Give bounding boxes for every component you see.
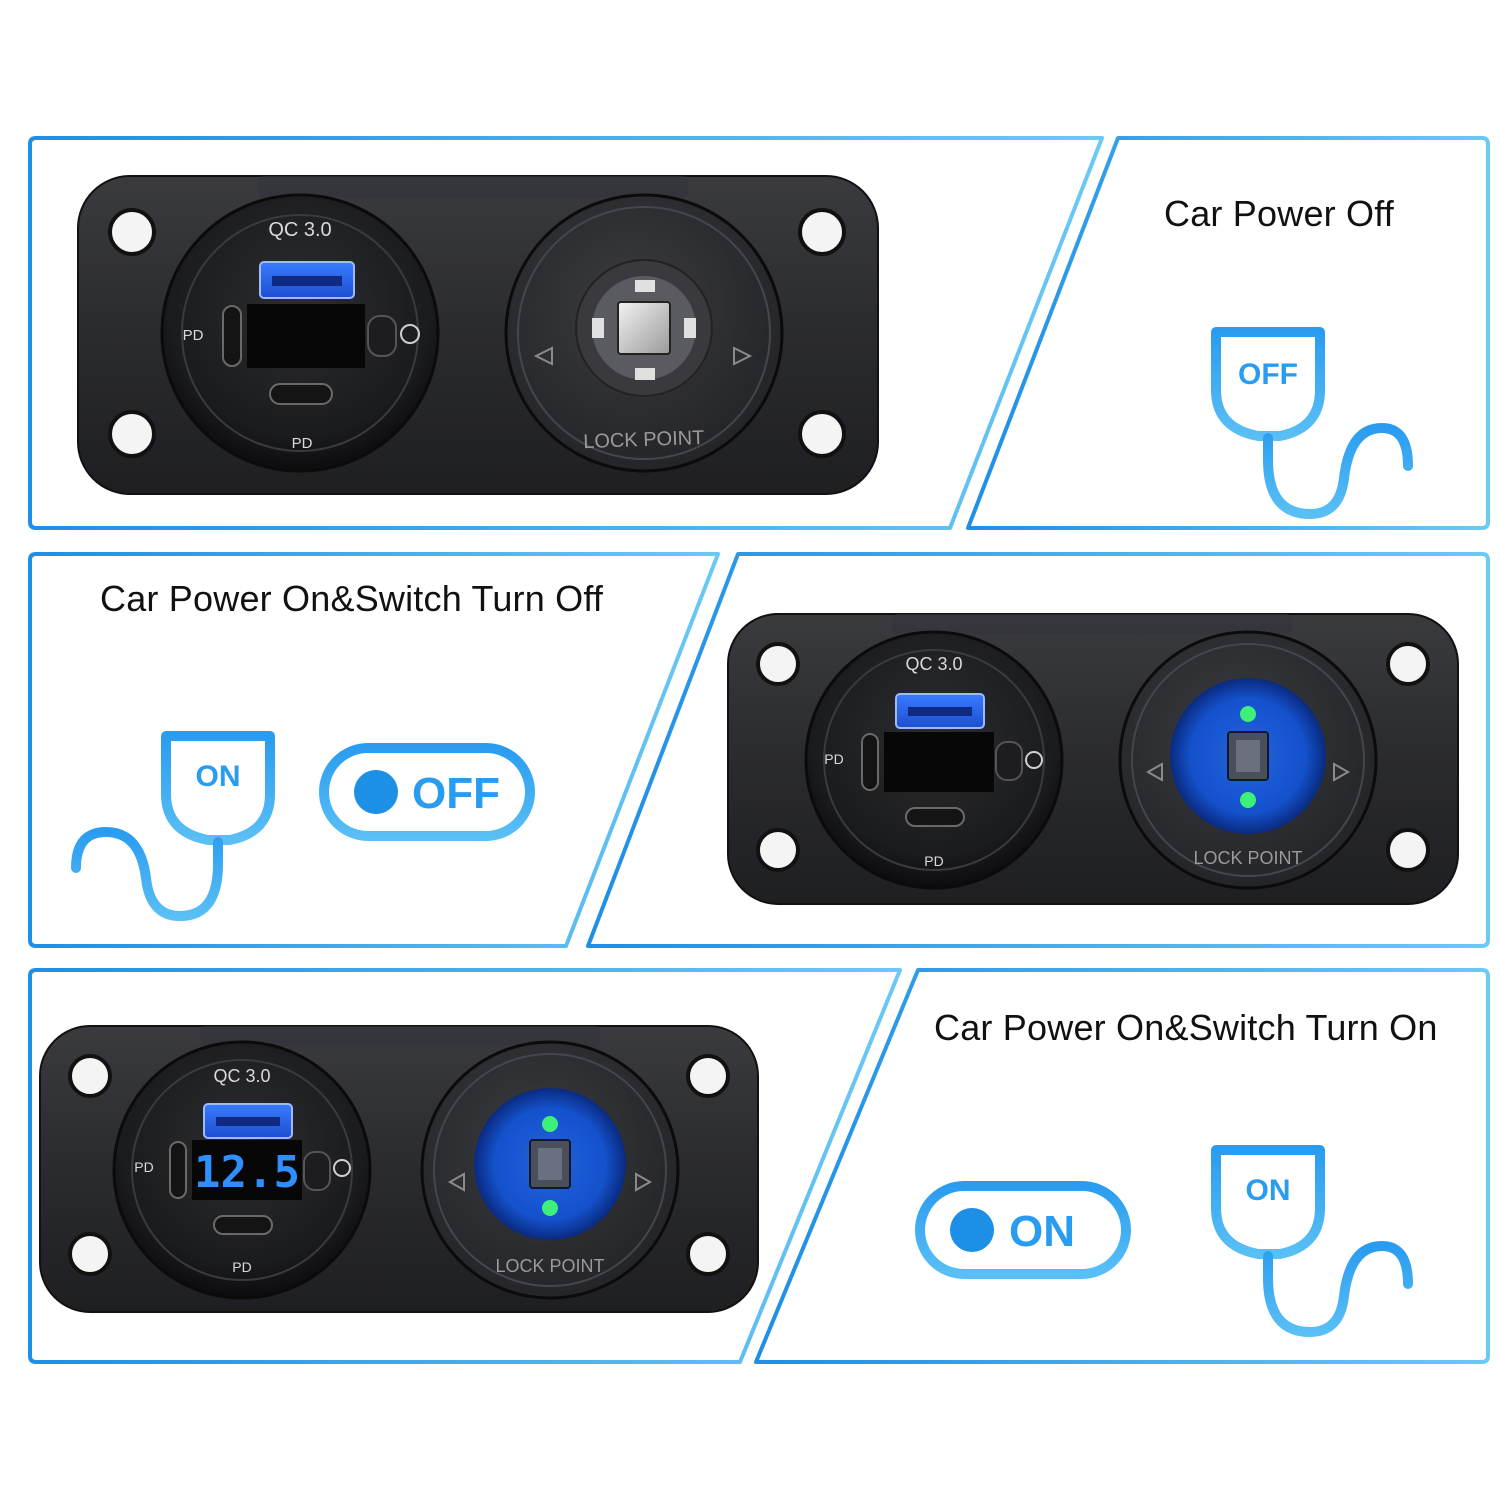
toggle-label: OFF [412,769,500,818]
mount-hole [68,1054,112,1098]
led-dot [542,1116,558,1132]
pd-left-label: PD [134,1159,153,1175]
frame-row3-left [28,968,902,1364]
mount-hole [1386,828,1430,872]
pd-bottom-label: PD [232,1259,251,1275]
qc-label: QC 3.0 [213,1066,270,1086]
mount-hole [1386,642,1430,686]
lock-point-text: LOCK POINT [495,1256,604,1276]
frame-row2-right [586,552,1490,948]
socket-panel-fully-on: QC 3.0 PD 12.5 PD LOCK POINT [39,1025,759,1313]
plug-icon [1211,277,1413,519]
caption-power-on-switch-on: Car Power On&Switch Turn On [934,1007,1438,1048]
switch-toggle-on: ON [915,1181,1131,1279]
qc-label: QC 3.0 [905,654,962,674]
frame-row2-left [28,552,720,948]
frame-row1-right [966,136,1490,530]
plug-state-label: ON [196,760,241,793]
mount-hole [68,1232,112,1276]
mount-hole [686,1232,730,1276]
usb-c-port-bottom [269,383,333,405]
usb-c-port-left [861,733,879,791]
power-symbol-icon [333,1159,351,1177]
voltage-display [884,732,994,792]
caption-power-on-switch-off: Car Power On&Switch Turn Off [100,578,604,619]
pd-bottom-label: PD [924,853,943,869]
mount-hole [108,410,156,458]
usb-c-port-left [169,1141,187,1199]
voltage-readout: 12.5 [194,1147,300,1198]
switch-toggle-off: OFF [319,743,535,841]
power-symbol-icon [400,324,420,344]
caption-car-power-off: Car Power Off [1164,193,1395,234]
lock-point-text: LOCK POINT [1193,848,1302,868]
mount-hole [686,1054,730,1098]
plug-icon [71,681,275,921]
led-dot [1240,792,1256,808]
power-symbol-icon [1025,751,1043,769]
mount-hole [756,828,800,872]
toggle-knob [354,770,398,814]
voltage-display [247,304,365,368]
plug-icon [1211,1095,1413,1337]
usb-c-port-left [222,305,242,367]
voltage-display [192,1140,302,1200]
qc-label: QC 3.0 [268,219,331,241]
led-dot [542,1200,558,1216]
frame-row1-left [28,136,1104,530]
socket-panel-unpowered: QC 3.0 PD PD LOCK POINT [77,175,879,495]
mount-hole [798,410,846,458]
mount-hole [108,208,156,256]
toggle-label: ON [1009,1207,1075,1256]
socket-panel-led-on: QC 3.0 PD PD LOCK POINT [727,613,1459,905]
mount-hole [798,208,846,256]
usb-c-port-bottom [213,1215,273,1235]
frame-row3-right [754,968,1490,1364]
lock-point-text: LOCK POINT [583,427,705,453]
pd-left-label: PD [183,327,204,344]
plug-state-label: ON [1246,1174,1291,1207]
mount-hole [756,642,800,686]
socket-switch [617,301,671,355]
led-dot [1240,706,1256,722]
pd-left-label: PD [824,751,843,767]
plug-state-label: OFF [1238,358,1298,391]
pd-bottom-label: PD [292,435,313,452]
usb-c-port-bottom [905,807,965,827]
toggle-knob [950,1208,994,1252]
